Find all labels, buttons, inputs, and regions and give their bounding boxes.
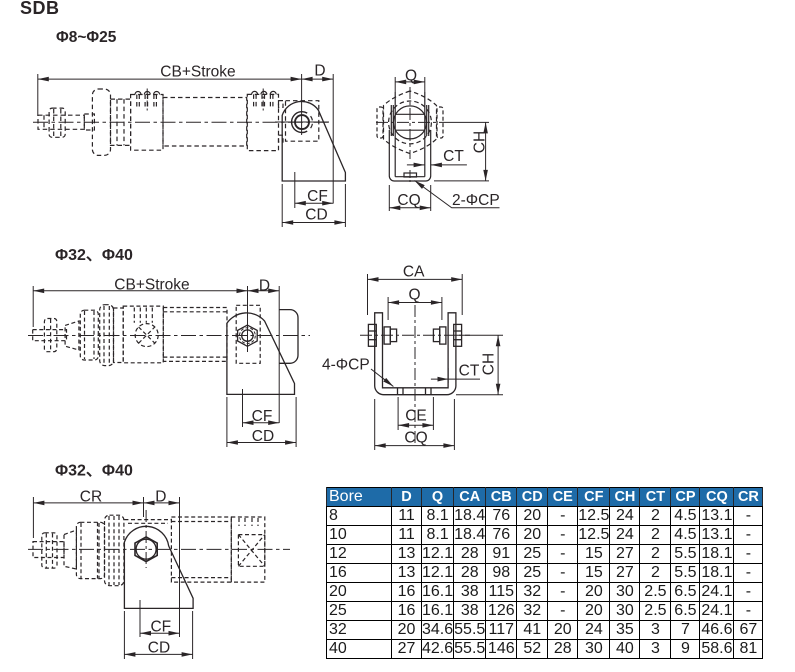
svg-text:Q: Q: [408, 287, 420, 304]
svg-text:CR: CR: [80, 489, 102, 506]
svg-text:CD: CD: [305, 207, 327, 224]
svg-text:CT: CT: [443, 148, 464, 165]
svg-text:CQ: CQ: [397, 192, 420, 209]
svg-text:CF: CF: [252, 408, 273, 425]
svg-text:CH: CH: [481, 353, 498, 375]
svg-text:SDB: SDB: [20, 0, 60, 18]
svg-text:Q: Q: [405, 68, 417, 85]
svg-text:D: D: [155, 489, 166, 506]
svg-text:CE: CE: [405, 408, 427, 425]
svg-text:2-ΦCP: 2-ΦCP: [452, 192, 500, 209]
svg-text:Φ8~Φ25: Φ8~Φ25: [56, 29, 117, 46]
svg-text:CH: CH: [472, 131, 489, 153]
svg-text:CA: CA: [403, 264, 425, 281]
svg-text:Φ32、Φ40: Φ32、Φ40: [55, 247, 133, 264]
svg-text:CF: CF: [150, 619, 171, 636]
svg-text:CT: CT: [459, 363, 480, 380]
svg-text:CF: CF: [307, 188, 328, 205]
svg-text:CQ: CQ: [404, 430, 427, 447]
svg-text:Φ32、Φ40: Φ32、Φ40: [55, 463, 133, 480]
svg-text:CD: CD: [252, 428, 274, 445]
svg-text:CB+Stroke: CB+Stroke: [160, 64, 235, 81]
svg-text:CD: CD: [148, 640, 170, 657]
svg-text:CB+Stroke: CB+Stroke: [114, 277, 189, 294]
svg-text:4-ΦCP: 4-ΦCP: [322, 357, 370, 374]
svg-text:D: D: [259, 278, 270, 295]
svg-text:D: D: [314, 63, 325, 80]
